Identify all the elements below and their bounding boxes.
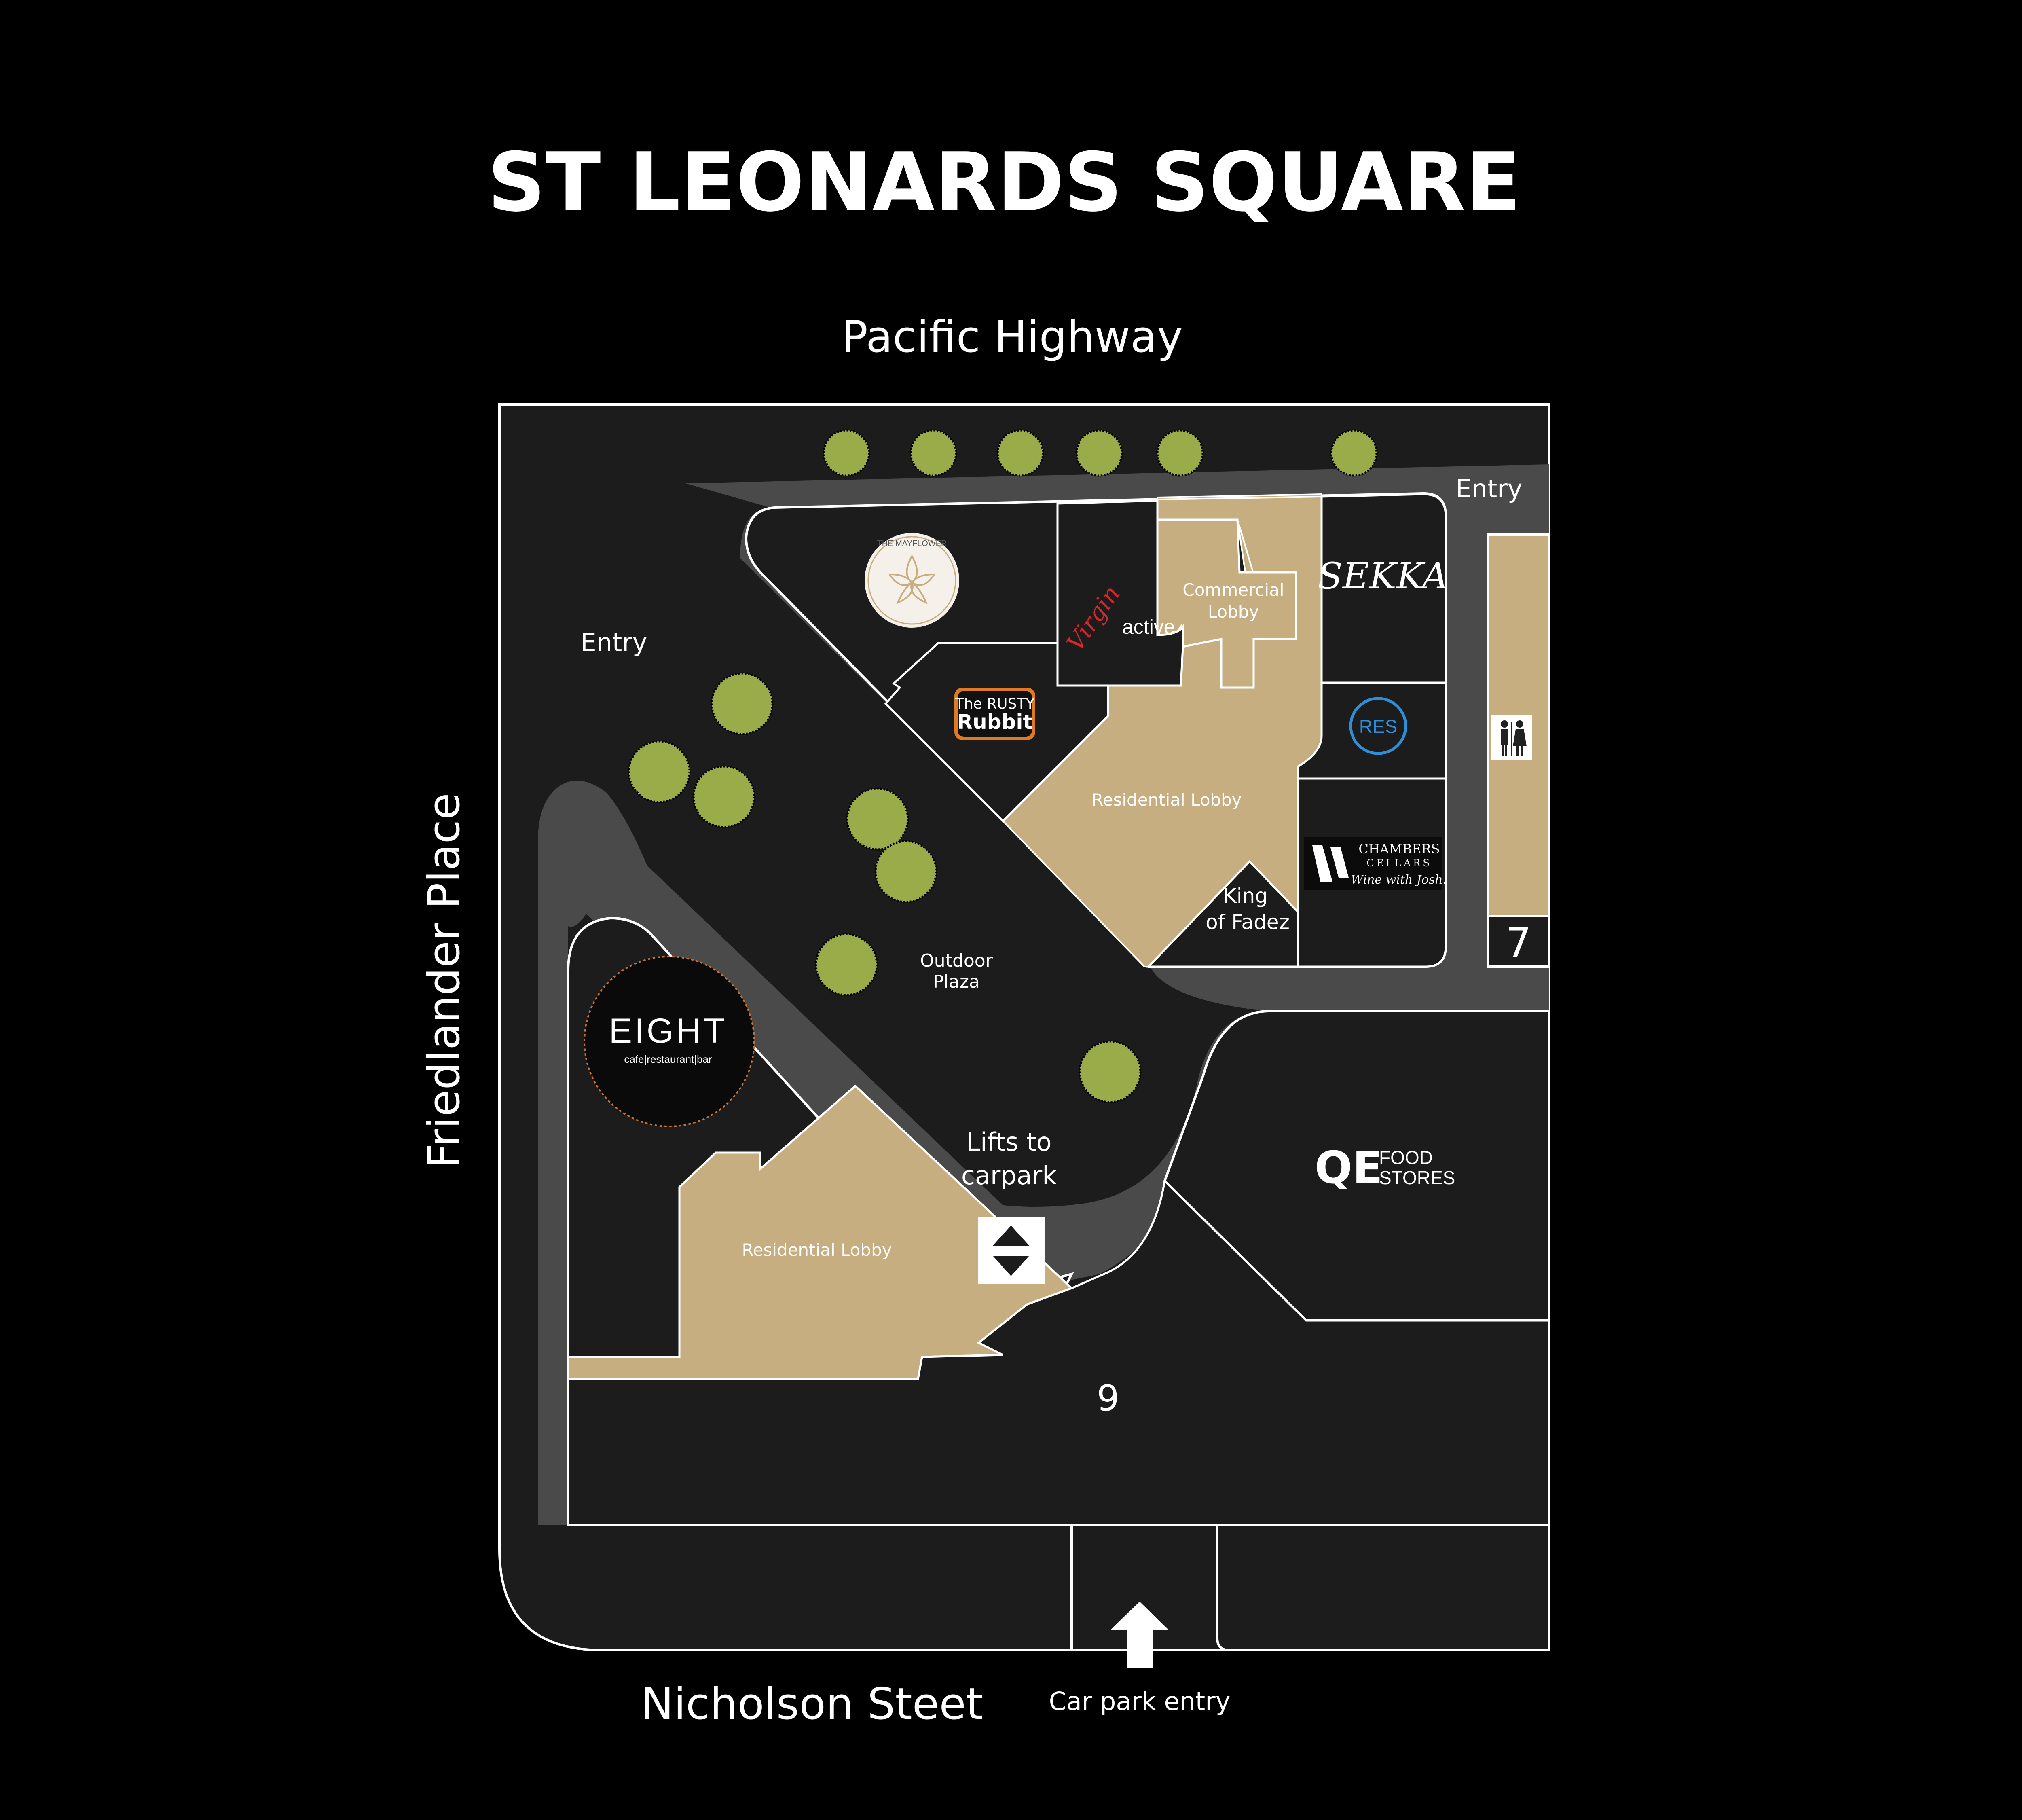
outdoor-plaza-label-1: Outdoor: [920, 950, 993, 971]
car-park-lane: [1070, 1525, 1230, 1651]
toilet-icon: [1491, 715, 1532, 760]
sekka-logo: SEKKA: [1318, 555, 1448, 597]
street-friedlander-place: Friedlander Place: [419, 793, 470, 1168]
chambers-text-1: CHAMBERS: [1358, 841, 1440, 857]
car-entry-arrow-icon: [1110, 1602, 1169, 1668]
eight-logo: EIGHT cafe|restaurant|bar: [584, 956, 755, 1127]
zone-7-box: [1487, 915, 1550, 968]
residential-lobby-north-label: Residential Lobby: [1091, 790, 1242, 810]
tree-icon: [711, 672, 774, 735]
qe-mark: QE: [1315, 1142, 1383, 1194]
tree-icon: [692, 765, 755, 828]
tree-icon: [815, 933, 878, 996]
street-pacific-highway: Pacific Highway: [842, 312, 1183, 362]
king-of-fadez-label-1: King: [1223, 884, 1268, 908]
rusty-rabbit-text-1: The RUSTY: [955, 696, 1035, 712]
rusty-rabbit-text-2: Rubbit: [957, 710, 1033, 734]
eight-text: EIGHT: [609, 1012, 728, 1050]
commercial-lobby-label-2: Lobby: [1208, 602, 1259, 622]
food-text: FOOD: [1379, 1147, 1433, 1168]
lifts-label-2: carpark: [961, 1161, 1057, 1190]
chambers-cellars-logo: CHAMBERS CELLARS Wine with Josh!: [1304, 837, 1448, 890]
rusty-rabbit-logo: The RUSTY Rubbit: [954, 688, 1035, 740]
trees: [628, 429, 1378, 1103]
tree-icon: [846, 787, 909, 851]
mayflower-text: THE MAYFLOWER: [877, 539, 947, 548]
tree-icon: [823, 429, 870, 477]
zone-7-label: 7: [1506, 919, 1531, 966]
map-title: ST LEONARDS SQUARE: [487, 135, 1521, 230]
tree-icon: [1079, 1040, 1142, 1103]
entry-left-label: Entry: [581, 628, 647, 657]
active-logo: active: [1122, 616, 1175, 638]
tree-icon: [1156, 429, 1204, 477]
tenancy-qe-food: [1163, 1010, 1550, 1322]
entry-top-right-label: Entry: [1456, 474, 1523, 504]
zone-9-area: [567, 1179, 1550, 1526]
zone-9-label: 9: [1097, 1378, 1119, 1419]
car-park-entry-label: Car park entry: [1049, 1687, 1231, 1716]
commercial-lobby-label-1: Commercial: [1182, 580, 1284, 600]
tree-icon: [628, 740, 691, 803]
tree-icon: [874, 840, 937, 903]
qe-food-logo: QE FOOD STORES: [1315, 1142, 1455, 1194]
tenancy-virgin-active: [1056, 499, 1184, 687]
chambers-text-2: CELLARS: [1366, 857, 1432, 869]
king-of-fadez-label-2: of Fadez: [1206, 910, 1290, 934]
street-nicholson: Nicholson Steet: [641, 1679, 983, 1729]
eight-subtext: cafe|restaurant|bar: [624, 1053, 712, 1065]
tree-icon: [909, 429, 957, 477]
tree-icon: [1075, 429, 1123, 477]
tree-icon: [1330, 429, 1378, 477]
lifts-label-1: Lifts to: [966, 1127, 1051, 1157]
chambers-text-3: Wine with Josh!: [1351, 873, 1448, 887]
stores-text: STORES: [1379, 1167, 1455, 1188]
res-logo: RES: [1349, 697, 1407, 755]
tree-icon: [996, 429, 1044, 477]
mayflower-logo: THE MAYFLOWER: [862, 531, 962, 630]
tenancy-sekka: [1320, 493, 1447, 684]
lift-icon: [978, 1217, 1045, 1284]
res-text: RES: [1359, 716, 1398, 737]
residential-lobby-south-label: Residential Lobby: [742, 1240, 892, 1260]
outdoor-plaza-label-2: Plaza: [933, 971, 980, 992]
